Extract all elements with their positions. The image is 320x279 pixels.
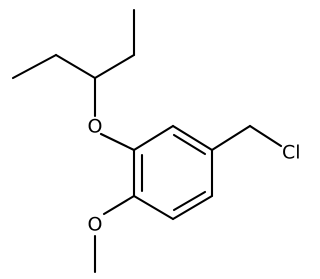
bond-o1-ring: [99, 132, 136, 152]
bond-ring-ch2: [210, 124, 252, 152]
bond-ethyl-b-ch2-ch3: [11, 53, 58, 80]
bond-ethyl-a-ch2-ch: [93, 53, 136, 80]
bond-ch2-cl: [248, 124, 283, 148]
atom-label-oxygen-ether: O: [88, 116, 103, 138]
bond-ethyl-b-ch-ch2: [54, 53, 97, 80]
bond-ring-o2: [102, 194, 136, 216]
bond-ring-c1-c2: [132, 124, 175, 152]
bond-ring-c2-c3: [171, 124, 214, 152]
bond-ring-c2-c3-inner: [172, 133, 207, 156]
bond-ring-c4-c5: [171, 194, 214, 221]
atom-label-chlorine: Cl: [282, 142, 301, 164]
bond-ring-c5-c6: [132, 194, 175, 221]
bond-ring-c4-c5-inner: [172, 190, 207, 212]
atom-label-oxygen-methoxy: O: [88, 214, 103, 236]
